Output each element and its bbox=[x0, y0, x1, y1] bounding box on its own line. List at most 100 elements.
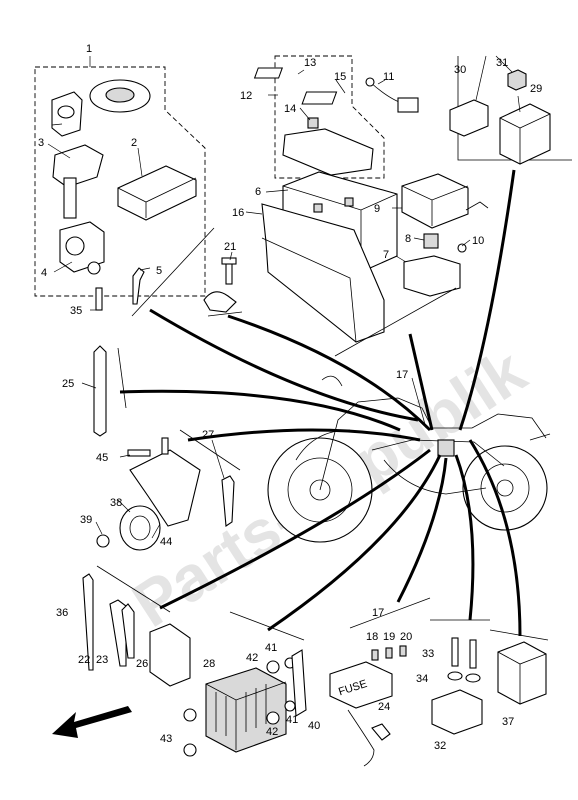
callout-24: 24 bbox=[378, 701, 390, 713]
wire-clip-24[interactable] bbox=[371, 723, 391, 741]
callout-22: 22 bbox=[78, 654, 90, 666]
immobilizer-unit-2[interactable] bbox=[117, 165, 197, 221]
callout-41b: 41 bbox=[286, 714, 298, 726]
bolt-43b[interactable] bbox=[183, 743, 197, 757]
callout-7: 7 bbox=[383, 249, 389, 261]
washer-42b[interactable] bbox=[266, 711, 280, 725]
relay-37[interactable] bbox=[497, 641, 547, 705]
connector-30[interactable] bbox=[449, 99, 489, 137]
connector-cap-31[interactable] bbox=[507, 69, 527, 91]
fuse-13[interactable] bbox=[253, 67, 284, 79]
starter-relay-9[interactable] bbox=[401, 173, 469, 229]
front-direction-arrow bbox=[52, 706, 132, 738]
bolt-45[interactable] bbox=[127, 449, 151, 457]
callout-8: 8 bbox=[405, 233, 411, 245]
group-fuse-holder bbox=[253, 55, 419, 179]
harness-line-9 bbox=[396, 457, 448, 603]
callout-numbers: 1 2 3 4 5 6 7 8 9 10 11 12 13 14 15 16 1… bbox=[38, 43, 542, 752]
bolt-35[interactable] bbox=[95, 287, 103, 311]
harness-line-5 bbox=[119, 389, 401, 432]
harness-line-10 bbox=[454, 454, 475, 621]
callout-13: 13 bbox=[304, 57, 316, 69]
washer-34a[interactable] bbox=[447, 671, 463, 681]
washer-34b[interactable] bbox=[465, 673, 481, 683]
callout-30: 30 bbox=[454, 64, 466, 76]
callout-19: 19 bbox=[383, 631, 395, 643]
callout-1: 1 bbox=[86, 43, 92, 55]
callout-43: 43 bbox=[160, 733, 172, 745]
group1-dashed-frame bbox=[34, 66, 206, 297]
holder-26[interactable] bbox=[149, 623, 191, 687]
callout-12: 12 bbox=[240, 90, 252, 102]
callout-39: 39 bbox=[80, 514, 92, 526]
group12-dashed-frame bbox=[274, 55, 385, 179]
callout-2: 2 bbox=[131, 137, 137, 149]
callout-16: 16 bbox=[232, 207, 244, 219]
cable-tie-36[interactable] bbox=[82, 573, 94, 671]
bolt-21[interactable] bbox=[225, 261, 233, 285]
nut-41b[interactable] bbox=[284, 700, 296, 712]
harness-line-3 bbox=[408, 333, 434, 431]
bolt-43a[interactable] bbox=[183, 708, 197, 722]
callout-40: 40 bbox=[308, 720, 320, 732]
cable-tie-25[interactable] bbox=[93, 345, 107, 437]
relay-29[interactable] bbox=[499, 103, 551, 165]
fuse-box-17[interactable] bbox=[329, 661, 393, 709]
fuse-8[interactable] bbox=[423, 233, 439, 249]
horn-38[interactable] bbox=[119, 505, 161, 551]
callout-38: 38 bbox=[110, 497, 122, 509]
bolt-33b[interactable] bbox=[469, 639, 477, 669]
relay-connector-11[interactable] bbox=[397, 97, 419, 113]
callout-9: 9 bbox=[374, 203, 380, 215]
sensor-32[interactable] bbox=[431, 689, 483, 735]
callout-6: 6 bbox=[255, 186, 261, 198]
callout-14: 14 bbox=[284, 103, 296, 115]
callout-25: 25 bbox=[62, 378, 74, 390]
callout-3: 3 bbox=[38, 137, 44, 149]
callout-4: 4 bbox=[41, 267, 47, 279]
callout-31: 31 bbox=[496, 57, 508, 69]
callout-10: 10 bbox=[472, 235, 484, 247]
callout-5: 5 bbox=[156, 265, 162, 277]
clamp-21b[interactable] bbox=[203, 291, 237, 313]
battery-cover-16[interactable] bbox=[261, 203, 385, 343]
harness-line-1 bbox=[149, 308, 419, 422]
callout-36: 36 bbox=[56, 607, 68, 619]
fuse-15[interactable] bbox=[301, 91, 338, 105]
bracket-40[interactable] bbox=[291, 649, 307, 717]
bracket-44[interactable] bbox=[129, 449, 201, 527]
callout-33: 33 bbox=[422, 648, 434, 660]
nut-39[interactable] bbox=[96, 534, 110, 548]
callout-15: 15 bbox=[334, 71, 346, 83]
callout-45: 45 bbox=[96, 452, 108, 464]
callout-29: 29 bbox=[530, 83, 542, 95]
callout-leaders bbox=[47, 55, 521, 539]
harness-line-7 bbox=[159, 448, 431, 610]
callout-21: 21 bbox=[224, 241, 236, 253]
callout-44: 44 bbox=[160, 536, 172, 548]
fuse-20[interactable] bbox=[399, 645, 407, 657]
clamp-23[interactable] bbox=[121, 603, 135, 659]
harness-line-4 bbox=[458, 169, 516, 431]
callout-42a: 42 bbox=[246, 652, 258, 664]
fuse-19[interactable] bbox=[385, 647, 393, 659]
callout-32: 32 bbox=[434, 740, 446, 752]
callout-17-bike: 17 bbox=[396, 369, 408, 381]
callout-28: 28 bbox=[203, 658, 215, 670]
fuse-18[interactable] bbox=[371, 649, 379, 661]
callout-18: 18 bbox=[366, 631, 378, 643]
sensor-27[interactable] bbox=[221, 475, 235, 527]
callout-26: 26 bbox=[136, 658, 148, 670]
callout-35: 35 bbox=[70, 305, 82, 317]
screw-10[interactable] bbox=[457, 243, 467, 253]
fuse-box-14[interactable] bbox=[282, 128, 374, 176]
bolt-33a[interactable] bbox=[451, 637, 459, 667]
key-5[interactable] bbox=[132, 267, 145, 305]
callout-37: 37 bbox=[502, 716, 514, 728]
main-switch-3[interactable] bbox=[52, 144, 104, 188]
relay-7[interactable] bbox=[403, 255, 461, 297]
washer-42a[interactable] bbox=[266, 660, 280, 674]
harness-line-2 bbox=[227, 314, 432, 432]
callout-17: 17 bbox=[372, 607, 384, 619]
